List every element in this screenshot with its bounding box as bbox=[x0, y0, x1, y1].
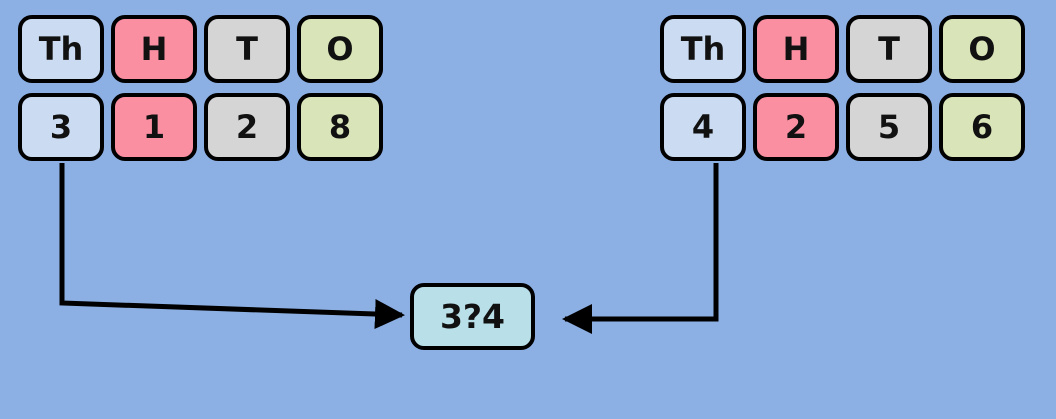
right-header-hundreds[interactable]: H bbox=[753, 15, 839, 83]
left-digit-ones[interactable]: 8 bbox=[297, 93, 383, 161]
comparison-expression-box[interactable]: 3?4 bbox=[410, 283, 535, 350]
right-digit-tens[interactable]: 5 bbox=[846, 93, 932, 161]
left-number-group: Th H T O 3 1 2 8 bbox=[18, 15, 383, 161]
right-header-thousands[interactable]: Th bbox=[660, 15, 746, 83]
left-header-hundreds[interactable]: H bbox=[111, 15, 197, 83]
left-digit-thousands[interactable]: 3 bbox=[18, 93, 104, 161]
right-header-tens[interactable]: T bbox=[846, 15, 932, 83]
right-number-group: Th H T O 4 2 5 6 bbox=[660, 15, 1025, 161]
left-header-thousands[interactable]: Th bbox=[18, 15, 104, 83]
right-connector-arrow bbox=[562, 163, 719, 334]
left-connector-arrow bbox=[59, 163, 405, 330]
right-digit-ones[interactable]: 6 bbox=[939, 93, 1025, 161]
right-digit-hundreds[interactable]: 2 bbox=[753, 93, 839, 161]
right-digit-thousands[interactable]: 4 bbox=[660, 93, 746, 161]
left-digit-row: 3 1 2 8 bbox=[18, 93, 383, 161]
left-header-ones[interactable]: O bbox=[297, 15, 383, 83]
right-header-row: Th H T O bbox=[660, 15, 1025, 83]
left-digit-tens[interactable]: 2 bbox=[204, 93, 290, 161]
left-header-tens[interactable]: T bbox=[204, 15, 290, 83]
left-digit-hundreds[interactable]: 1 bbox=[111, 93, 197, 161]
right-header-ones[interactable]: O bbox=[939, 15, 1025, 83]
left-header-row: Th H T O bbox=[18, 15, 383, 83]
right-digit-row: 4 2 5 6 bbox=[660, 93, 1025, 161]
